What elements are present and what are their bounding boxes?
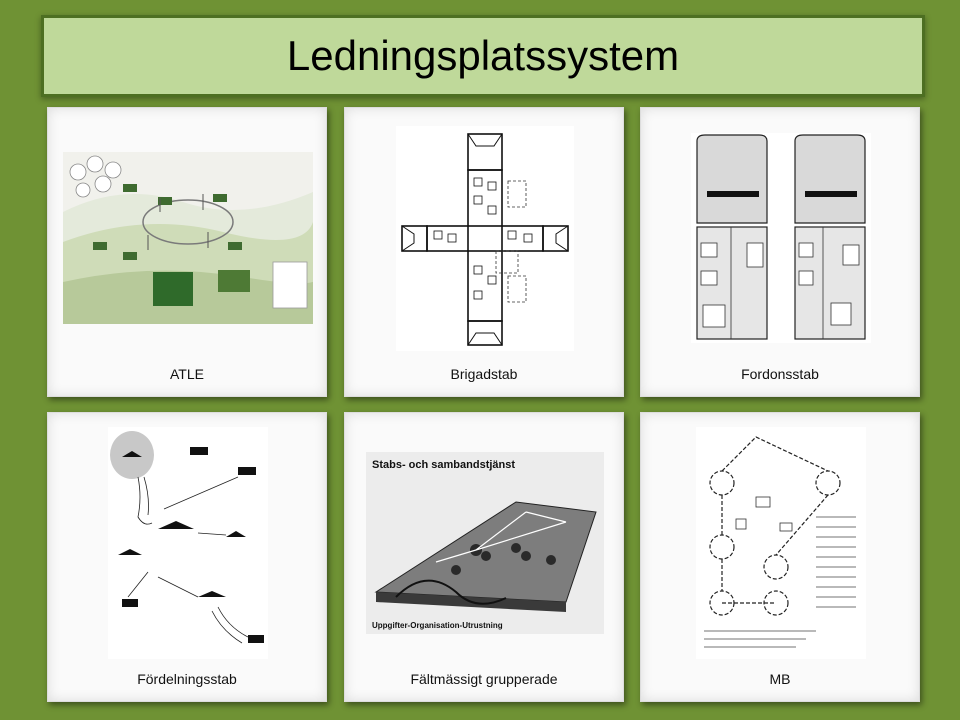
card-caption: ATLE (170, 366, 204, 382)
card-atle[interactable]: ATLE (47, 107, 327, 397)
card-caption: Fördelningsstab (137, 671, 237, 687)
card-caption: Fältmässigt grupperade (410, 671, 558, 687)
card-caption: MB (769, 671, 791, 687)
card-caption: Brigadstab (450, 366, 518, 382)
faltmassigt-illustration: Stabs- och sambandstjänst Uppgifter-Orga… (359, 427, 611, 659)
atle-illustration (62, 122, 314, 354)
card-mb[interactable]: MB (640, 412, 920, 702)
card-brigadstab[interactable]: Brigadstab (344, 107, 624, 397)
card-fordelningsstab[interactable]: Fördelningsstab (47, 412, 327, 702)
card-caption: Fordonsstab (741, 366, 819, 382)
slide-title: Ledningsplatssystem (286, 32, 680, 79)
illustration-footer: Uppgifter-Organisation-Utrustning (372, 621, 503, 630)
mb-layout-diagram (655, 427, 907, 659)
title-banner: Ledningsplatssystem (41, 15, 925, 97)
card-faltmassigt-grupperade[interactable]: Stabs- och sambandstjänst Uppgifter-Orga… (344, 412, 624, 702)
illustration-heading: Stabs- och sambandstjänst (372, 459, 515, 471)
brigadstab-floorplan (359, 122, 611, 354)
fordonsstab-vehicle-plans (655, 122, 907, 354)
fordelningsstab-diagram (62, 427, 314, 659)
card-fordonsstab[interactable]: Fordonsstab (640, 107, 920, 397)
